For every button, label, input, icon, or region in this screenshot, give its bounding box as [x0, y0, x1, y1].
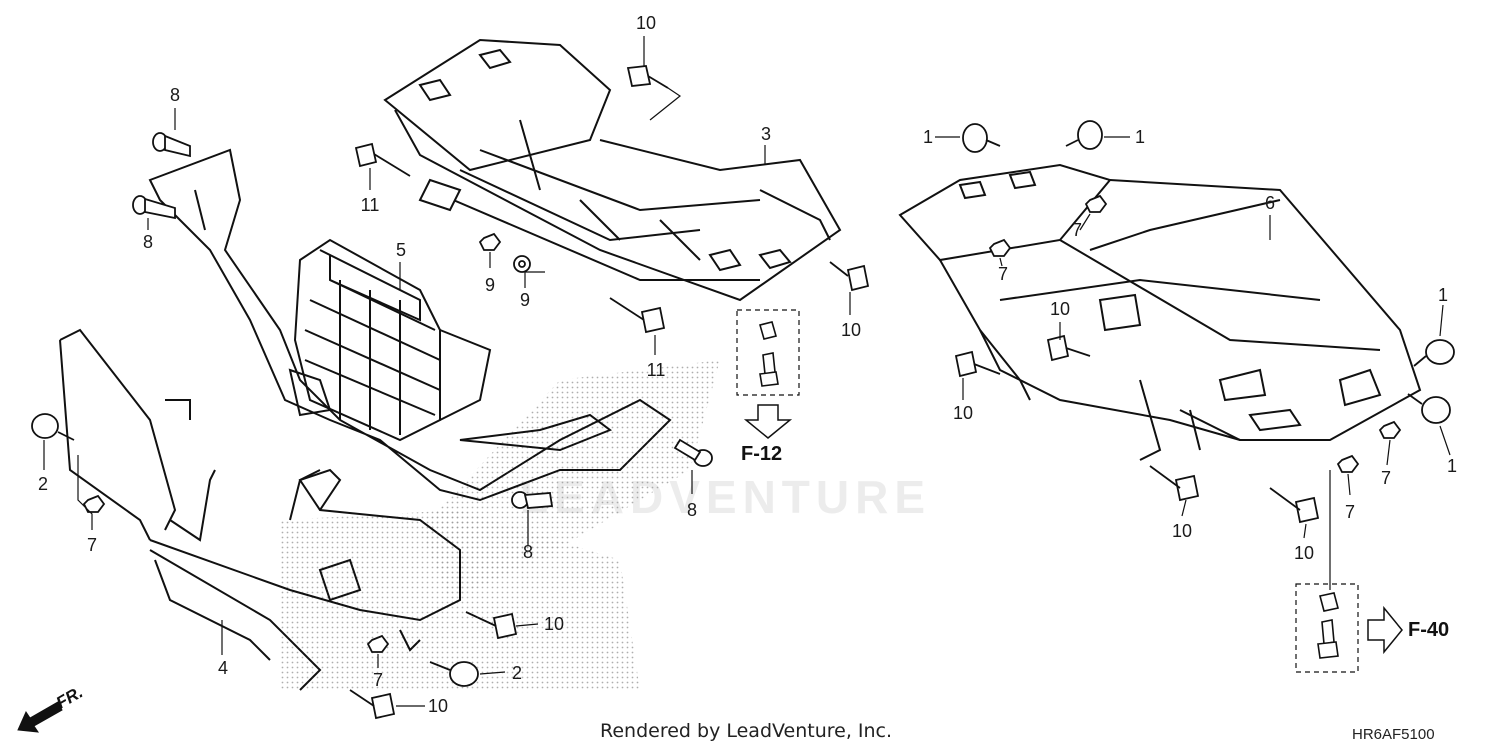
ref-arrow-f40	[1367, 605, 1403, 655]
nut-7e	[1378, 420, 1402, 439]
nut-9a	[478, 232, 502, 251]
rubber-bumper-1b	[1065, 120, 1103, 150]
front-direction-arrow	[17, 701, 63, 733]
callout-8: 8	[522, 542, 534, 562]
nut-7a	[82, 494, 106, 513]
bolt-10g	[465, 611, 518, 640]
bolt-10c	[1046, 334, 1091, 362]
callout-10: 10	[635, 13, 657, 33]
rivet-clip-8c	[673, 438, 713, 467]
bolt-10e	[1149, 465, 1200, 502]
callout-7: 7	[1071, 220, 1083, 240]
nut-7b	[366, 634, 390, 653]
rivet-clip-8d	[511, 491, 554, 509]
callout-11: 11	[360, 195, 380, 215]
callout-3: 3	[760, 124, 772, 144]
rubber-bumper-1d	[1407, 393, 1451, 424]
ref-arrow-f12	[743, 404, 793, 439]
detail-box-f12	[736, 309, 800, 396]
callout-7: 7	[86, 535, 98, 555]
callout-5: 5	[395, 240, 407, 260]
detail-box-f12-parts	[759, 321, 779, 387]
washer-9b	[513, 255, 531, 273]
callout-2: 2	[37, 474, 49, 494]
reference-f12[interactable]: F-12	[741, 443, 783, 465]
detail-box-f40	[1295, 583, 1359, 673]
rivet-clip-8a	[152, 132, 191, 158]
nut-7c	[1084, 194, 1108, 213]
bolt-11b	[609, 297, 666, 334]
callout-8: 8	[686, 500, 698, 520]
callout-4: 4	[217, 658, 229, 678]
bolt-10b	[829, 261, 870, 292]
rivet-clip-8b	[132, 195, 176, 220]
bolt-10a	[626, 65, 669, 89]
callout-2: 2	[511, 663, 523, 683]
callout-8: 8	[169, 85, 181, 105]
callout-10: 10	[1171, 521, 1193, 541]
callout-1: 1	[1437, 285, 1449, 305]
callout-10: 10	[840, 320, 862, 340]
callout-10: 10	[952, 403, 974, 423]
nut-7f	[1336, 454, 1360, 473]
callout-7: 7	[372, 670, 384, 690]
bolt-10d	[954, 350, 1001, 378]
bolt-10h	[349, 689, 396, 720]
rubber-bumper-2a	[31, 413, 75, 441]
callout-1: 1	[922, 127, 934, 147]
callout-9: 9	[519, 290, 531, 310]
callout-1: 1	[1134, 127, 1146, 147]
fasteners	[31, 65, 1455, 720]
bolt-11a	[354, 142, 411, 177]
rubber-bumper-2b	[429, 661, 479, 687]
front-fender-grille	[148, 148, 672, 502]
callout-9: 9	[484, 275, 496, 295]
front-bumper-guard	[59, 328, 461, 691]
diagram-code: HR6AF5100	[1352, 726, 1435, 743]
callout-7: 7	[1344, 502, 1356, 522]
render-credit: Rendered by LeadVenture, Inc.	[600, 720, 893, 742]
callout-6: 6	[1264, 193, 1276, 213]
callout-11: 11	[646, 360, 666, 380]
rear-carrier	[898, 163, 1422, 461]
reference-f40[interactable]: F-40	[1408, 619, 1450, 641]
callout-1: 1	[1446, 456, 1458, 476]
callout-7: 7	[1380, 468, 1392, 488]
callout-8: 8	[142, 232, 154, 252]
rubber-bumper-1a	[962, 123, 1001, 153]
detail-box-f40-parts	[1317, 592, 1339, 659]
leader-lines	[43, 36, 1451, 707]
callout-10: 10	[1293, 543, 1315, 563]
callout-7: 7	[997, 264, 1009, 284]
bolt-10f	[1269, 487, 1320, 524]
rubber-bumper-1c	[1413, 339, 1455, 367]
callout-10: 10	[543, 614, 565, 634]
callout-10: 10	[427, 696, 449, 716]
callout-10: 10	[1049, 299, 1071, 319]
front-carrier	[383, 38, 842, 302]
nut-7d	[988, 238, 1012, 257]
